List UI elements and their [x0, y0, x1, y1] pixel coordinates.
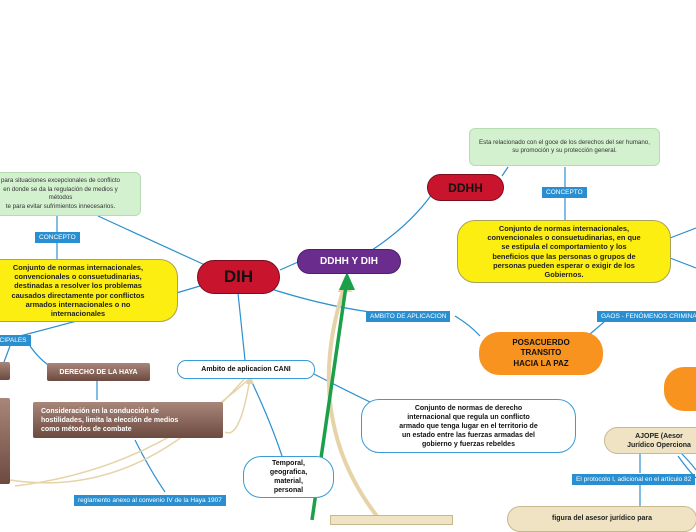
protocolo-label[interactable]: El protocolo I, adicional en el artículo…	[572, 474, 696, 485]
posacuerdo-node[interactable]: POSACUERDO TRANSITO HACIA LA PAZ	[479, 332, 603, 375]
concepto-label-ddhh[interactable]: CONCEPTO	[542, 187, 587, 198]
ajope-text: AJOPE (Aesor Jurídico Operciona	[627, 432, 691, 449]
ambito-aplicacion-label[interactable]: AMBITO DE APLICACION	[366, 311, 451, 322]
conjunto-derecho-text: Conjunto de normas de derecho internacio…	[399, 404, 538, 448]
gaos-label[interactable]: GAOS - FENÓMENOS CRIMINALES	[597, 311, 696, 322]
link-reglamento	[134, 439, 166, 493]
link-dih-ambitolabel	[264, 286, 371, 313]
link-ambito-conjunto	[313, 373, 371, 403]
relation-arrowhead-small	[246, 374, 254, 384]
ddhh-note[interactable]: Esta relacionado con el goce de los dere…	[469, 128, 660, 166]
orange-partial-node[interactable]	[664, 367, 696, 411]
link-principales-left	[3, 345, 11, 363]
ajope-node[interactable]: AJOPE (Aesor Jurídico Operciona	[604, 427, 696, 454]
posacuerdo-text: POSACUERDO TRANSITO HACIA LA PAZ	[512, 337, 570, 368]
link-ddhy-dih	[279, 261, 299, 271]
dih-node[interactable]: DIH	[197, 260, 280, 294]
ddhh-node[interactable]: DDHH	[427, 174, 504, 201]
left-brown-stub-1[interactable]	[0, 362, 10, 380]
ddhh-text: DDHH	[448, 180, 483, 195]
relation-curve-2	[14, 377, 251, 487]
left-brown-stub-2[interactable]	[0, 398, 10, 484]
ddhh-y-dih-text: DDHH Y DIH	[320, 256, 378, 267]
link-ambitolabel-posacuerdo	[454, 315, 481, 337]
derecho-haya-node[interactable]: DERECHO DE LA HAYA	[47, 363, 150, 381]
figura-text: figura del asesor jurídico para	[552, 515, 652, 522]
ambito-text: Ambito de aplicacion CANI	[201, 366, 291, 373]
principales-label[interactable]: PRINCIPALES	[0, 335, 31, 346]
ddhh-concept-node[interactable]: Conjunto de normas internacionales, conv…	[457, 220, 671, 283]
ddhh-y-dih-node[interactable]: DDHH Y DIH	[297, 249, 401, 274]
figura-node[interactable]: figura del asesor jurídico para	[507, 506, 696, 532]
dih-concept-node[interactable]: Conjunto de normas internacionales, conv…	[0, 259, 178, 322]
link-ddhh-right	[669, 227, 696, 239]
link-dih-ambito	[237, 292, 246, 361]
connector-lines	[3, 166, 696, 520]
link-ddhh-note	[501, 166, 509, 177]
link-dih-note	[97, 215, 206, 266]
relation-curve-3	[224, 377, 251, 434]
link-ddhh-right2	[669, 257, 696, 269]
ddhh-concept-text: Conjunto de normas internacionales, conv…	[487, 223, 641, 280]
consideracion-node[interactable]: Consideración en la conducción de hostil…	[33, 402, 223, 438]
bottom-beige-stub[interactable]	[330, 515, 453, 525]
dih-note[interactable]: para situaciones excepcionales de confli…	[0, 172, 141, 216]
ambito-node[interactable]: Ambito de aplicacion CANI	[177, 360, 315, 379]
dih-note-text: para situaciones excepcionales de confli…	[0, 177, 120, 210]
temporal-text: Temporal, geografica, material, personal	[269, 460, 308, 494]
conjunto-derecho-node[interactable]: Conjunto de normas de derecho internacio…	[361, 399, 576, 453]
temporal-node[interactable]: Temporal, geografica, material, personal	[243, 456, 334, 498]
link-ddhy-ddhh	[371, 193, 433, 251]
dih-concept-text: Conjunto de normas internacionales, conv…	[11, 262, 145, 319]
reglamento-label[interactable]: reglamento anexo al convenio IV de la Ha…	[74, 495, 226, 506]
link-gaos-posacuerdo	[589, 321, 605, 335]
relation-curve-4	[326, 284, 382, 520]
consideracion-text: Consideración en la conducción de hostil…	[41, 407, 179, 433]
link-ambito-temporal	[249, 377, 283, 457]
dih-text: DIH	[223, 267, 254, 286]
green-arrowhead	[339, 272, 355, 290]
ddhh-note-text: Esta relacionado con el goce de los dere…	[479, 138, 650, 155]
concepto-label-dih[interactable]: CONCEPTO	[35, 232, 80, 243]
derecho-haya-text: DERECHO DE LA HAYA	[59, 368, 138, 376]
